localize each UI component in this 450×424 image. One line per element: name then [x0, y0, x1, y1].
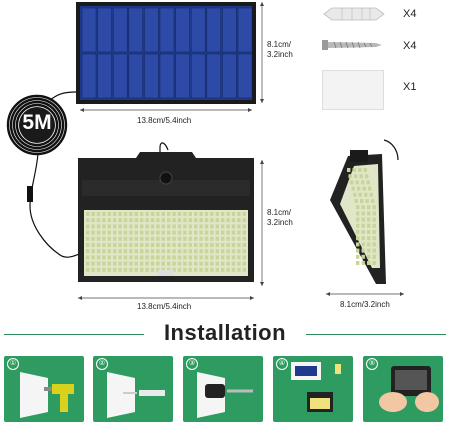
installation-divider-left — [4, 334, 144, 335]
solar-panel — [76, 2, 256, 104]
front-width-label: 13.8cm/5.4inch — [137, 302, 192, 311]
wall-anchor-icon — [322, 4, 386, 24]
anchor-insert-icon — [107, 372, 165, 418]
coiled-cable: 5M — [6, 94, 68, 156]
adhesive-pad-icon — [322, 70, 384, 110]
screw-icon — [322, 38, 382, 52]
light-side-view — [326, 136, 404, 286]
solar-panel-graphic — [76, 2, 256, 104]
install-step-1: ① — [4, 356, 84, 422]
panel-width-label: 13.8cm/5.4inch — [137, 116, 192, 125]
mount-panel-light-icon — [291, 362, 341, 412]
remote-control-icon — [379, 366, 439, 412]
screw-qty: X4 — [403, 40, 417, 52]
install-step-4: ④ — [273, 356, 353, 422]
installation-title: Installation — [163, 320, 287, 345]
step-number: ① — [7, 358, 19, 370]
light-front-view — [74, 150, 258, 288]
install-step-3: ③ — [183, 356, 263, 422]
drill-icon — [20, 372, 74, 418]
install-step-2: ② — [93, 356, 173, 422]
step-number: ⑤ — [366, 358, 378, 370]
install-step-5: ⑤ — [363, 356, 443, 422]
front-height-label: 8.1cm/ 3.2inch — [267, 208, 293, 227]
screw-bracket-icon — [197, 372, 253, 418]
panel-height-label: 8.1cm/ 3.2inch — [267, 40, 293, 59]
step-number: ③ — [186, 358, 198, 370]
adhesive-pad-qty: X1 — [403, 81, 417, 93]
installation-divider-right — [306, 334, 446, 335]
side-width-label: 8.1cm/3.2inch — [340, 300, 390, 309]
cable-length-label: 5M — [22, 111, 52, 134]
step-number: ④ — [276, 358, 288, 370]
step-number: ② — [96, 358, 108, 370]
wall-anchor-qty: X4 — [403, 8, 417, 20]
